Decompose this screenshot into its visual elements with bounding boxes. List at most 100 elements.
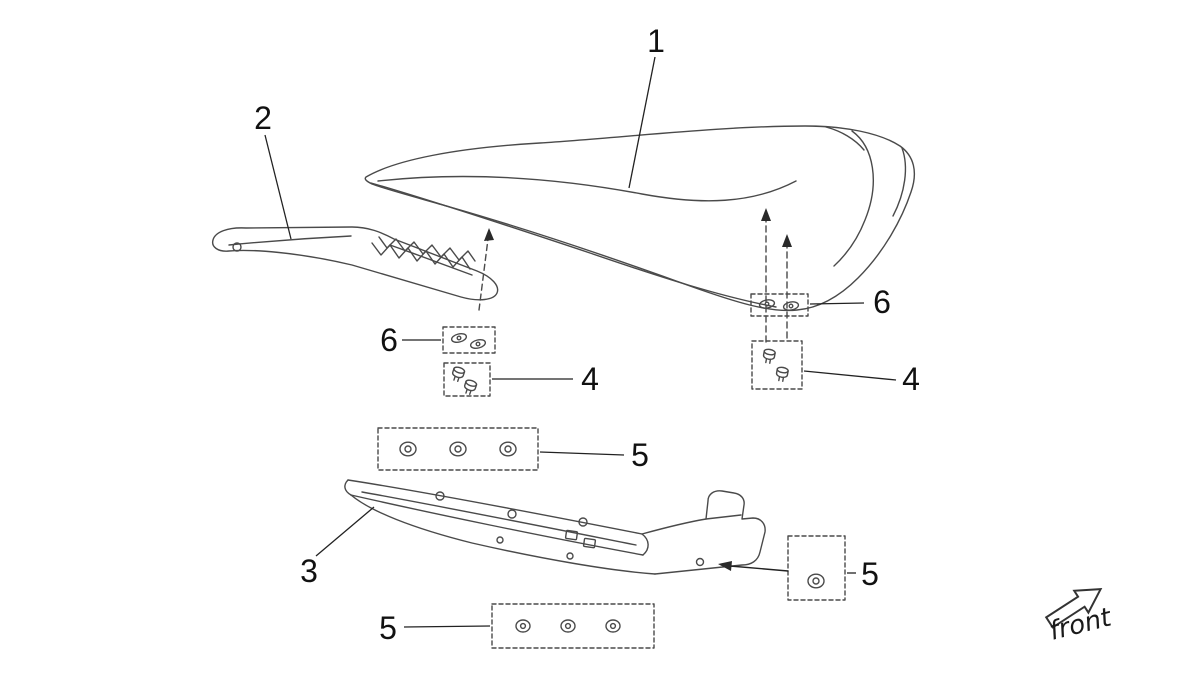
bolt-shank	[765, 358, 772, 364]
callout-bolts-right: 4	[902, 361, 920, 397]
bolt-head	[776, 366, 789, 374]
seat-outline	[364, 125, 915, 312]
seat-rear-fold	[833, 130, 874, 267]
arrowhead-up-icon	[782, 234, 792, 247]
subframe-near-rim	[350, 494, 644, 556]
washer-outer	[515, 619, 531, 633]
washer-outer	[499, 441, 517, 457]
callout-subframe: 3	[300, 553, 318, 589]
hardware-box-bolts-right	[751, 340, 803, 390]
bolt-body	[451, 367, 466, 379]
subframe-clip-detail-2	[582, 537, 597, 549]
bolt-icon	[762, 348, 776, 364]
clip-icon	[469, 339, 487, 349]
front-direction-marker: front	[1044, 588, 1115, 647]
bolt-head	[763, 348, 776, 356]
bolt-shank	[465, 388, 472, 395]
bracket-hole	[232, 242, 242, 252]
bracket-inner-line	[228, 235, 352, 246]
washer-icon	[449, 441, 467, 457]
subframe-hole-5	[566, 552, 574, 560]
bolt-icon	[775, 366, 789, 382]
dashed-box	[750, 293, 809, 317]
bracket-part-drawing	[211, 226, 499, 301]
callout-washers-bottom: 5	[379, 610, 397, 646]
clip-hole	[788, 303, 794, 309]
washer-icon	[605, 619, 621, 633]
subframe-hole-3	[578, 517, 588, 527]
hardware-box-bolts-left	[443, 362, 491, 397]
subframe-hole-2	[507, 509, 517, 519]
bolt-body	[775, 368, 789, 379]
assembly-arrow-left	[478, 238, 489, 311]
leader-4-right	[803, 370, 897, 381]
dashed-box	[377, 427, 539, 471]
dashed-box	[442, 326, 496, 354]
callout-washers-top: 5	[631, 437, 649, 473]
washer-outer	[560, 619, 576, 633]
clip-body	[469, 339, 487, 349]
seat-rear-top-line	[825, 126, 865, 151]
leader-2	[264, 134, 292, 240]
bracket-outline	[211, 226, 499, 301]
bolt-icon	[463, 379, 478, 395]
leader-1	[628, 56, 656, 189]
hardware-box-washer-right	[787, 535, 846, 601]
dashed-box	[787, 535, 846, 601]
washer-icon	[560, 619, 576, 633]
callout-washer-right: 5	[861, 556, 879, 592]
clip-icon	[782, 301, 800, 311]
washer-hole	[564, 622, 572, 630]
pointer-washer-right	[729, 565, 789, 572]
washer-hole	[454, 445, 462, 453]
subframe-right-connector	[641, 533, 649, 556]
bolt-shank	[453, 375, 460, 382]
leader-3	[315, 506, 375, 557]
dashed-box	[491, 603, 655, 649]
washer-hole	[519, 622, 527, 630]
artwork	[211, 125, 915, 649]
clip-body	[782, 301, 800, 311]
dashed-box	[443, 362, 491, 397]
front-arrow-icon	[1044, 588, 1103, 629]
hardware-box-clips-right	[750, 293, 809, 317]
bolt-body	[463, 380, 478, 392]
washer-hole	[404, 445, 412, 453]
subframe-top-rim	[347, 479, 643, 535]
arrowhead-up-icon	[761, 208, 771, 221]
clip-icon	[450, 333, 468, 343]
clip-hole	[475, 341, 481, 347]
subframe-bottom-edge	[350, 494, 656, 575]
hardware-box-clips-left	[442, 326, 496, 354]
clip-hole	[456, 335, 462, 341]
subframe-flange-line	[361, 491, 637, 546]
seat-rear-crease	[892, 147, 907, 217]
bolt-shank	[778, 376, 785, 382]
leader-5-top	[539, 451, 625, 456]
hardware-box-washers-bottom	[491, 603, 655, 649]
washer-outer	[605, 619, 621, 633]
washer-hole	[812, 577, 820, 585]
arrowhead-up-icon	[484, 228, 494, 241]
seat-top-seam	[377, 175, 797, 202]
bracket-serration-2	[378, 236, 476, 262]
clip-body	[450, 333, 468, 343]
arrowhead-left-icon	[718, 561, 732, 571]
callout-clips-left: 6	[380, 322, 398, 358]
subframe-bracket-outline	[641, 490, 766, 575]
washer-outer	[399, 441, 417, 457]
subframe-left-tip	[344, 479, 352, 496]
washer-icon	[515, 619, 531, 633]
callout-bolts-left: 4	[581, 361, 599, 397]
assembly-arrows	[478, 208, 792, 572]
front-label: front	[1046, 602, 1115, 646]
callout-bracket: 2	[254, 100, 272, 136]
seat-bottom-seam	[370, 182, 777, 308]
subframe-tab-line	[705, 514, 742, 520]
washer-icon	[807, 573, 825, 589]
washer-hole	[504, 445, 512, 453]
hardware-box-washers-top	[377, 427, 539, 471]
subframe-part-drawing	[344, 479, 766, 575]
front-arrow-shape	[1044, 588, 1103, 629]
